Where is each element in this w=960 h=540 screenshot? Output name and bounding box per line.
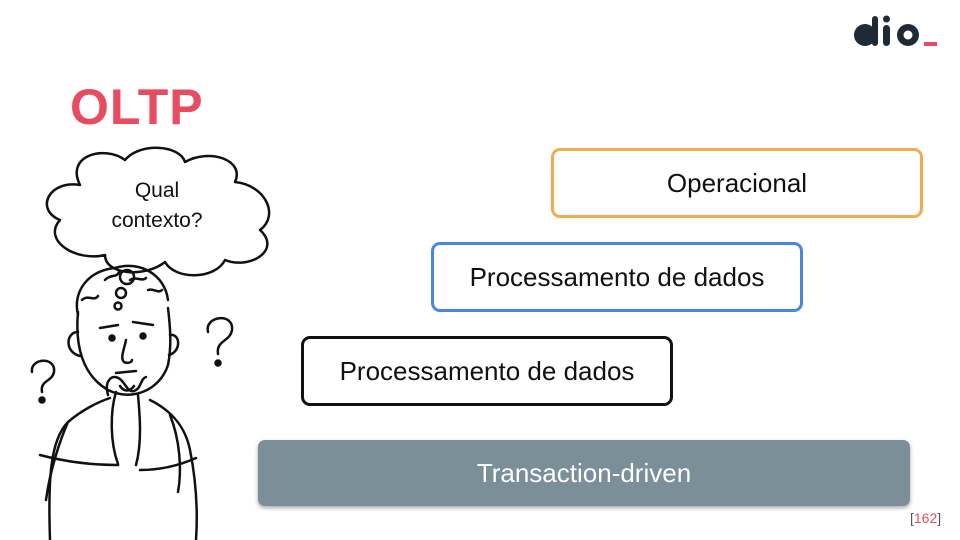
layer-transaction-driven: Transaction-driven — [258, 440, 910, 506]
thinking-person-illustration — [30, 146, 271, 540]
thought-line-1: Qual — [134, 179, 180, 202]
slide-title: OLTP — [70, 79, 204, 135]
thought-cloud — [45, 146, 271, 277]
page-number-value: 162 — [913, 510, 938, 526]
layer-processamento-blue: Processamento de dados — [431, 242, 803, 312]
dio-logo-icon — [854, 15, 937, 46]
thought-line-2: contexto? — [111, 209, 203, 232]
page-number: [162] — [910, 510, 942, 526]
layer-processamento-black: Processamento de dados — [301, 336, 673, 406]
layer-operacional: Operacional — [551, 148, 923, 218]
thought-text: Qual contexto? — [92, 176, 222, 236]
